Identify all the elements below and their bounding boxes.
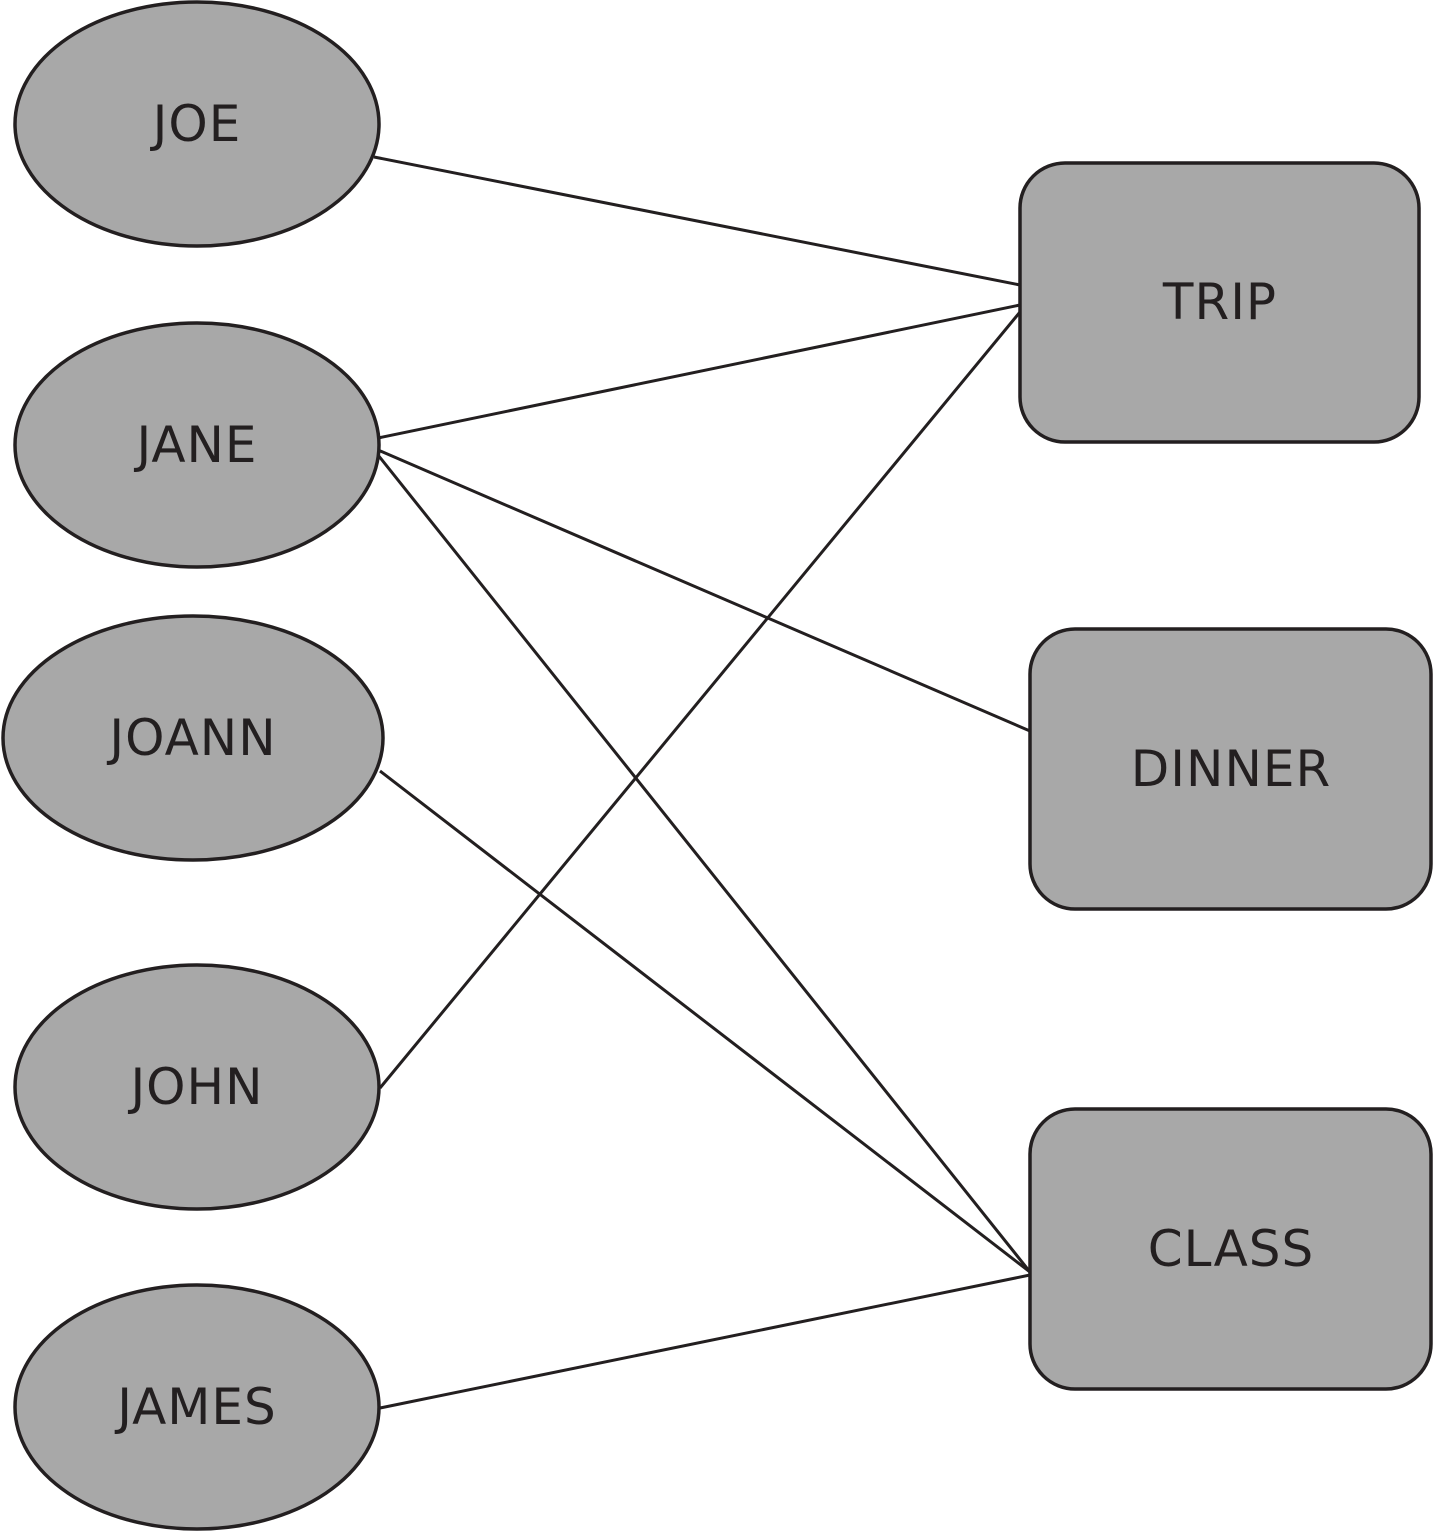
person-label: JANE xyxy=(133,416,257,474)
event-box xyxy=(1028,1107,1433,1391)
connections-layer xyxy=(373,155,1032,1410)
person-node-joann: JOANN xyxy=(1,614,385,862)
person-ellipse xyxy=(13,1283,381,1531)
edge-joann-class xyxy=(379,769,1031,1274)
edge-jane-dinner xyxy=(377,448,1031,733)
edge-joe-trip xyxy=(373,155,1021,287)
person-label: JOHN xyxy=(127,1058,263,1116)
edge-john-trip xyxy=(378,311,1022,1089)
edge-jane-class xyxy=(376,454,1032,1273)
person-node-john: JOHN xyxy=(13,963,381,1211)
edge-jane-trip xyxy=(377,303,1021,440)
event-node-dinner: DINNER xyxy=(1028,627,1433,911)
event-label: DINNER xyxy=(1131,740,1331,798)
person-node-joe: JOE xyxy=(13,0,381,248)
person-label: JAMES xyxy=(114,1378,277,1436)
edge-james-class xyxy=(379,1273,1031,1410)
person-label: JOANN xyxy=(106,709,276,767)
people-nodes: JOE JANE JOANN JOHN JAMES xyxy=(1,0,385,1531)
person-node-james: JAMES xyxy=(13,1283,381,1531)
event-nodes: TRIP DINNER CLASS xyxy=(1018,161,1433,1391)
event-node-trip: TRIP xyxy=(1018,161,1421,444)
person-ellipse xyxy=(13,963,381,1211)
event-label: TRIP xyxy=(1162,273,1277,331)
person-label: JOE xyxy=(150,95,242,153)
event-box xyxy=(1028,627,1433,911)
person-node-jane: JANE xyxy=(13,321,381,569)
event-node-class: CLASS xyxy=(1028,1107,1433,1391)
person-ellipse xyxy=(13,321,381,569)
event-box xyxy=(1018,161,1421,444)
person-ellipse xyxy=(1,614,385,862)
event-label: CLASS xyxy=(1148,1220,1315,1278)
person-ellipse xyxy=(13,0,381,248)
